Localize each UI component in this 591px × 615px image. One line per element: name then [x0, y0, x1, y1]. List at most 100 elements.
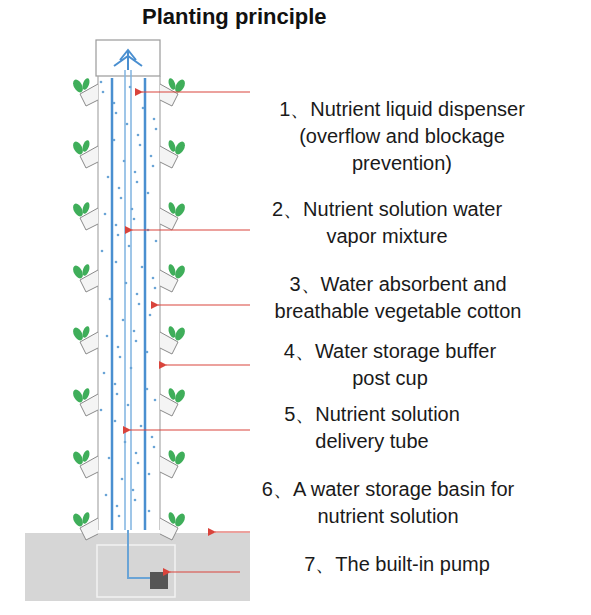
vapour-dot [130, 367, 133, 370]
vapour-dot [135, 452, 138, 455]
vapour-dot [153, 118, 156, 121]
delivery-tube [111, 78, 114, 530]
plant-leaf [81, 77, 91, 90]
vapour-dot [133, 330, 136, 333]
callout-label: 4、Water storage buffer post cup [269, 338, 511, 392]
vapour-dot [147, 192, 150, 195]
plant-leaf [167, 449, 177, 462]
vapour-dot [152, 165, 155, 168]
plant-leaf [167, 387, 177, 400]
vapour-dot [115, 224, 118, 227]
leader-line [142, 91, 250, 92]
callout-label: 6、A water storage basin for nutrient sol… [252, 476, 524, 530]
vapour-dot [121, 478, 124, 481]
vapour-dot [142, 107, 145, 110]
vapour-dot [123, 160, 126, 163]
vapour-dot [115, 261, 118, 264]
delivery-tube [130, 70, 132, 530]
vapour-dot [146, 388, 149, 391]
callout-label: 2、Nutrient solution water vapor mixture [271, 196, 503, 250]
vapour-dot [137, 134, 140, 137]
vapour-dot [114, 420, 117, 423]
callout-label: 7、The built-in pump [252, 551, 542, 578]
plant-leaf [167, 139, 177, 152]
leader-line [170, 571, 240, 572]
plant-leaf [167, 325, 177, 338]
vapour-dot [100, 81, 103, 84]
vapour-dot [131, 208, 134, 211]
vapour-dot [150, 155, 153, 158]
vapour-dot [129, 86, 132, 89]
vapour-dot [135, 340, 138, 343]
vapour-dot [113, 139, 116, 142]
vapour-dot [140, 425, 143, 428]
vapour-dot [124, 441, 127, 444]
vapour-dot [155, 240, 158, 243]
vapour-dot [151, 436, 154, 439]
leader-line [132, 229, 250, 230]
vapour-dot [100, 409, 103, 412]
vapour-dot [117, 346, 120, 349]
vapour-dot [105, 494, 108, 497]
leader-line [166, 364, 250, 365]
vapour-dot [104, 213, 107, 216]
vapour-dot [146, 351, 149, 354]
vapour-dot [117, 234, 120, 237]
vapour-dot [107, 176, 110, 179]
plant-leaf [81, 325, 91, 338]
vapour-dot [139, 144, 142, 147]
vapour-dot [133, 218, 136, 221]
vapour-dot [120, 197, 123, 200]
vapour-dot [109, 298, 112, 301]
vapour-dot [155, 128, 158, 131]
pump-pipe [128, 530, 150, 578]
callout-label: 3、Water absorbent and breathable vegetab… [252, 271, 544, 325]
vapour-dot [115, 112, 118, 115]
vapour-dot [122, 319, 125, 322]
vapour-dot [153, 446, 156, 449]
vapour-dot [128, 245, 131, 248]
vapour-dot [116, 505, 119, 508]
plant-leaf [81, 263, 91, 276]
plant-leaf [167, 263, 177, 276]
vapour-dot [102, 91, 105, 94]
vapour-dot [152, 277, 155, 280]
vapour-dot [118, 187, 121, 190]
vapour-dot [125, 282, 128, 285]
vapour-dot [101, 250, 104, 253]
delivery-tube [144, 78, 147, 530]
plant-leaf [167, 201, 177, 214]
vapour-dot [134, 171, 137, 174]
callout-label: 5、Nutrient solution delivery tube [261, 401, 483, 455]
dispenser [114, 50, 142, 70]
vapour-dot [103, 372, 106, 375]
vapour-dot [138, 303, 141, 306]
vapour-dot [137, 462, 140, 465]
leader-line [158, 304, 250, 305]
vapour-dot [149, 314, 152, 317]
vapour-dot [134, 499, 137, 502]
vapour-dot [126, 123, 129, 126]
vapour-dot [114, 383, 117, 386]
delivery-tube [124, 70, 126, 530]
plant-leaf [81, 511, 91, 524]
plant-leaf [167, 511, 177, 524]
vapour-dot [148, 473, 151, 476]
vapour-dot [106, 335, 109, 338]
vapour-dot [116, 393, 119, 396]
vapour-dot [127, 404, 130, 407]
vapour-dot [141, 266, 144, 269]
plant-leaf [167, 77, 177, 90]
leader-line [215, 531, 250, 532]
vapour-dot [136, 181, 139, 184]
vapour-dot [154, 399, 157, 402]
vapour-dot [148, 510, 151, 513]
plant-leaf [81, 449, 91, 462]
vapour-dot [118, 515, 121, 518]
basin-inner [97, 545, 175, 597]
vapour-dot [113, 102, 116, 105]
vapour-dot [136, 293, 139, 296]
water-basin [25, 533, 250, 601]
callout-label: 1、Nutrient liquid dispenser (overflow an… [252, 96, 552, 177]
vapour-dot [108, 457, 111, 460]
